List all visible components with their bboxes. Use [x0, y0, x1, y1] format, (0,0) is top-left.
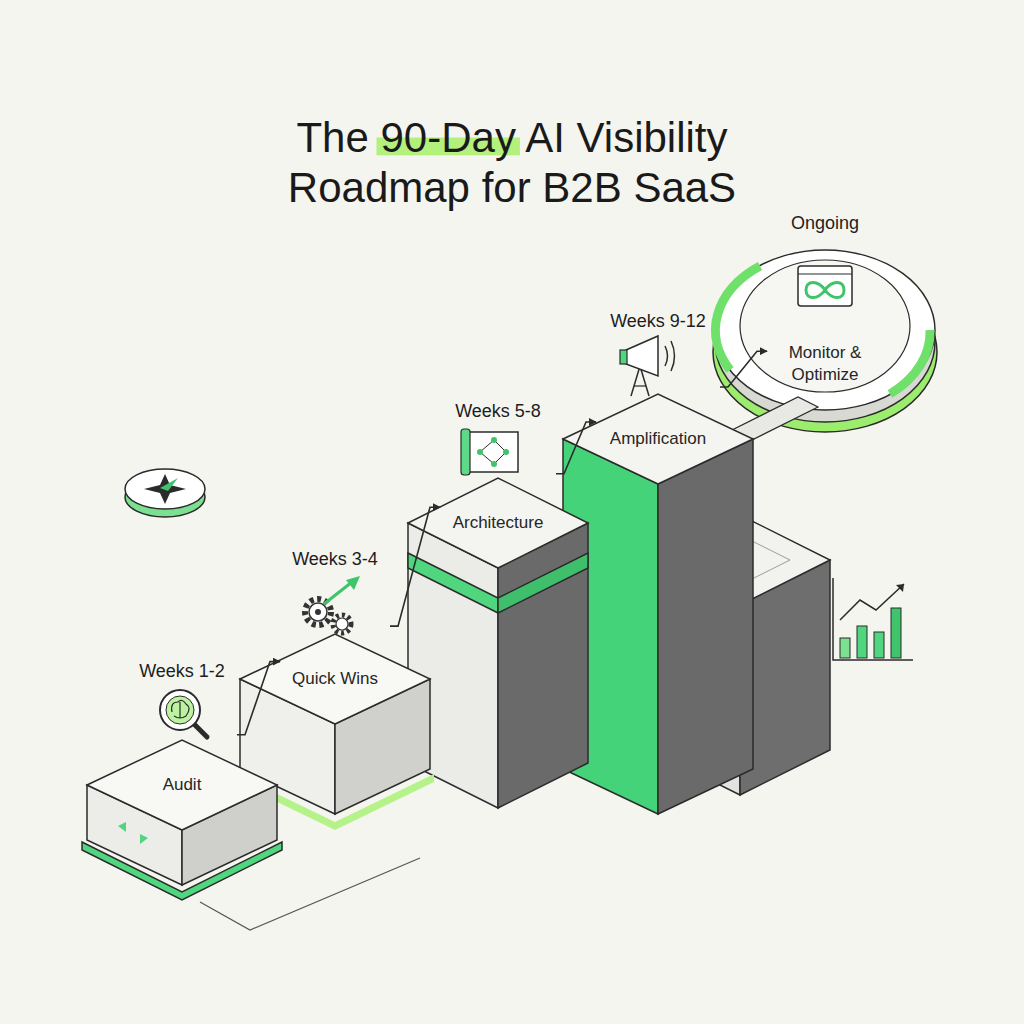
chart-icon [833, 578, 913, 660]
phase-name: Audit [163, 774, 202, 796]
phase-block: Weeks 3-4Quick Wins [280, 548, 390, 690]
architecture-block [408, 478, 588, 808]
phase-name: Monitor & Optimize [767, 342, 883, 386]
phase-block: Weeks 1-2Audit [127, 660, 237, 796]
phase-name: Architecture [453, 512, 544, 534]
monitor-ring [713, 250, 937, 432]
megaphone-icon [620, 336, 675, 396]
phase-block: OngoingMonitor & Optimize [767, 212, 883, 386]
phase-weeks: Weeks 1-2 [139, 660, 225, 682]
flow-arrow [237, 662, 280, 735]
monitor-icon [798, 266, 852, 306]
amplification-block [563, 394, 753, 814]
blueprint-icon [461, 429, 518, 475]
flow-arrow [390, 507, 440, 626]
phase-block: Weeks 5-8Architecture [440, 400, 556, 534]
phase-name: Amplification [610, 428, 706, 450]
audit-block [82, 740, 282, 900]
phase-weeks: Weeks 3-4 [292, 548, 378, 570]
phase-block: Weeks 9-12Amplification [596, 310, 720, 450]
phase-weeks: Ongoing [791, 212, 859, 234]
phase-name: Quick Wins [292, 668, 378, 690]
audit-icon [160, 690, 207, 737]
phase-weeks: Weeks 9-12 [610, 310, 706, 332]
phase-weeks: Weeks 5-8 [455, 400, 541, 422]
diagram-title: The 90-Day AI Visibility Roadmap for B2B… [212, 113, 812, 213]
flow-arrow [720, 351, 767, 387]
compass-icon [125, 469, 205, 517]
flow-arrow [556, 422, 596, 474]
gears-icon [305, 576, 360, 633]
